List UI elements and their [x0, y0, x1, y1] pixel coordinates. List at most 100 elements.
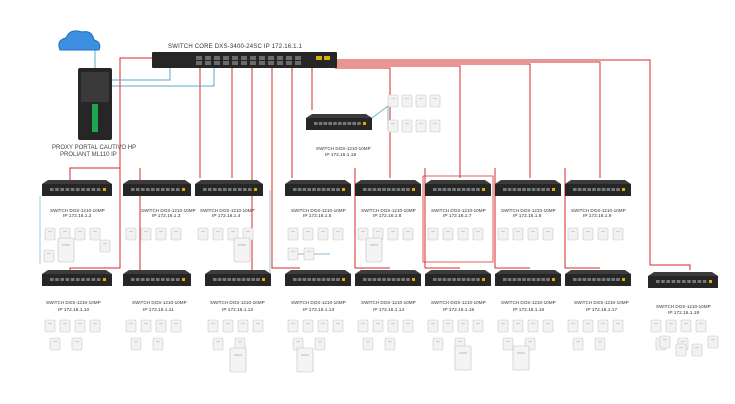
proxy-label-line2: PROLIANT ML110 IP — [60, 152, 117, 158]
access-point-icon — [332, 319, 344, 333]
access-point-icon — [597, 319, 609, 333]
uplink-sw-13 — [271, 66, 300, 269]
access-point-icon — [140, 227, 152, 241]
access-point-icon — [567, 319, 579, 333]
sw-14-name: SWITCH DGS-1210-10MP — [361, 300, 416, 305]
sw-3-ip: IP 172.16.1.3 — [152, 214, 181, 219]
switch-11-device — [123, 270, 191, 286]
access-point-icon — [130, 337, 142, 351]
large-access-point-icon — [296, 347, 314, 373]
access-point-icon — [357, 227, 369, 241]
sw-15-ip: IP 172.16.1.15 — [443, 308, 475, 313]
access-point-icon — [227, 227, 239, 241]
switch-10-device — [42, 270, 112, 286]
access-point-icon — [222, 319, 234, 333]
access-point-icon — [691, 343, 703, 357]
access-point-icon — [287, 227, 299, 241]
access-point-icon — [542, 319, 554, 333]
switch-9-device — [565, 180, 631, 196]
access-point-icon — [170, 319, 182, 333]
access-point-icon — [429, 94, 441, 108]
access-point-icon — [695, 319, 707, 333]
access-point-icon — [74, 227, 86, 241]
uplink-sw-14 — [354, 168, 390, 269]
switch-17-device — [565, 270, 631, 286]
cloud-icon — [58, 30, 101, 51]
access-point-icon — [152, 337, 164, 351]
access-point-icon — [415, 94, 427, 108]
access-point-icon — [317, 319, 329, 333]
large-access-point-icon — [512, 345, 530, 371]
access-point-icon — [457, 319, 469, 333]
access-point-icon — [43, 249, 55, 263]
access-point-icon — [314, 337, 326, 351]
access-point-icon — [252, 319, 264, 333]
access-point-icon — [287, 247, 299, 261]
access-point-icon — [427, 319, 439, 333]
highlight-sw-7 — [422, 175, 494, 263]
sw-4-ip: IP 172.16.1.4 — [212, 214, 241, 219]
link-mid-aps — [371, 105, 389, 130]
sw-13-name: SWITCH DGS-1210-10MP — [291, 300, 346, 305]
access-point-icon — [303, 247, 315, 261]
access-point-icon — [415, 119, 427, 133]
switch-18-device — [648, 272, 718, 288]
switch-4-device — [195, 180, 263, 196]
sw-14-ip: IP 172.16.1.14 — [373, 308, 405, 313]
sw-16-name: SWITCH DGS-1210-10MP — [501, 300, 556, 305]
access-point-icon — [140, 319, 152, 333]
sw-12-ip: IP 172.16.1.12 — [222, 308, 254, 313]
access-point-icon — [49, 337, 61, 351]
access-point-icon — [402, 227, 414, 241]
access-point-icon — [387, 119, 399, 133]
access-point-icon — [502, 337, 514, 351]
access-point-icon — [59, 319, 71, 333]
access-point-icon — [665, 319, 677, 333]
access-point-icon — [401, 94, 413, 108]
switch-12-device — [205, 270, 271, 286]
access-point-icon — [155, 319, 167, 333]
large-access-point-icon — [233, 237, 251, 263]
sw-9-ip: IP 172.16.1.9 — [583, 214, 612, 219]
link-server-core — [112, 64, 171, 81]
access-point-icon — [207, 319, 219, 333]
sw-4-name: SWITCH DGS-1210-10MP — [200, 208, 255, 213]
switch-14-device — [355, 270, 421, 286]
sw-13-ip: IP 172.16.1.13 — [303, 308, 335, 313]
access-point-icon — [287, 319, 299, 333]
access-point-icon — [372, 319, 384, 333]
sw-8-name: SWITCH DGS-1210-10MP — [501, 208, 556, 213]
switch-6-device — [355, 180, 421, 196]
access-point-icon — [457, 227, 469, 241]
access-point-icon — [317, 227, 329, 241]
access-point-icon — [675, 343, 687, 357]
access-point-icon — [542, 227, 554, 241]
core-switch-device — [152, 52, 337, 68]
access-point-icon — [680, 319, 692, 333]
uplink-sw-9 — [335, 61, 601, 178]
access-point-icon — [597, 227, 609, 241]
proxy-server-icon — [78, 68, 112, 140]
access-point-icon — [170, 227, 182, 241]
uplink-sw-6 — [335, 67, 391, 178]
access-point-icon — [384, 337, 396, 351]
sw-18-ip: IP 172.16.1.18 — [668, 311, 700, 316]
access-point-icon — [387, 94, 399, 108]
large-access-point-icon — [454, 345, 472, 371]
access-point-icon — [527, 227, 539, 241]
access-point-icon — [44, 227, 56, 241]
sw-5-ip: IP 172.16.1.5 — [303, 214, 332, 219]
sw-12-name: SWITCH DGS-1210-10MP — [210, 300, 265, 305]
core-switch-label: SWITCH CORE DXS-3400-24SC IP 172.16.1.1 — [168, 44, 303, 50]
sw-15-name: SWITCH DGS-1210-10MP — [431, 300, 486, 305]
access-point-icon — [99, 239, 111, 253]
access-point-icon — [302, 227, 314, 241]
devices — [42, 30, 719, 373]
uplink-sw-18 — [335, 59, 691, 270]
sw-2-name: SWITCH DGS-1210-10MP — [50, 208, 105, 213]
access-point-icon — [302, 319, 314, 333]
access-point-icon — [89, 227, 101, 241]
sw-10-ip: IP 172.16.1.10 — [58, 308, 90, 313]
mid-switch-name: SWITCH DGS-1210-10MP — [316, 146, 371, 151]
